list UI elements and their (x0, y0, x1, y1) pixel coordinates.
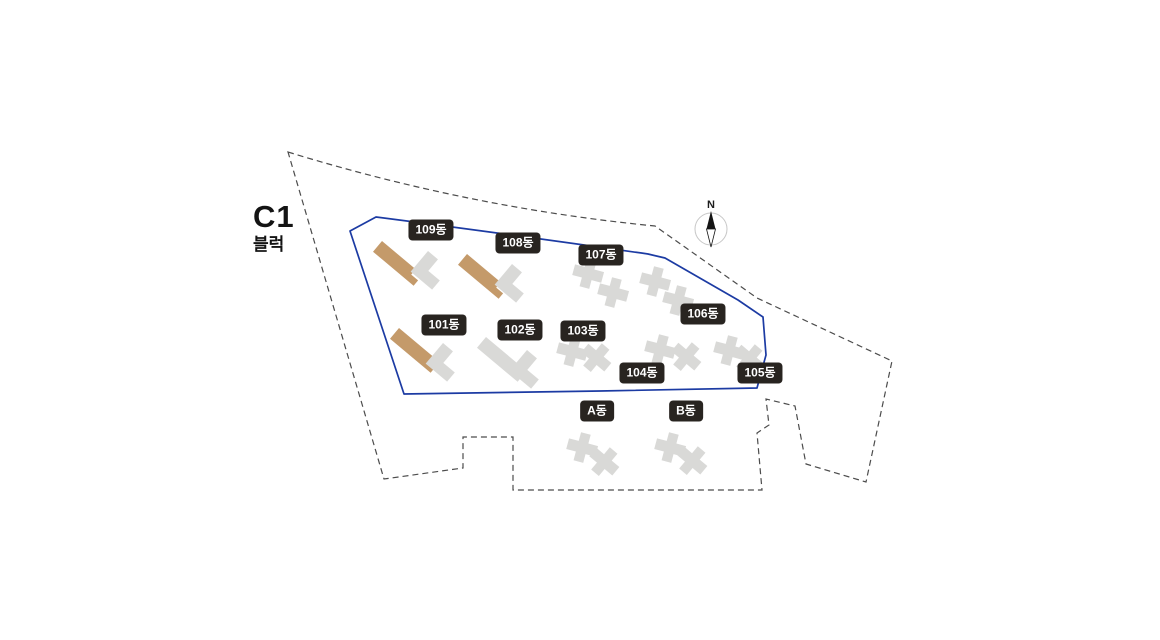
building-label-104[interactable]: 104동 (619, 362, 665, 384)
site-boundary-dashed (287, 151, 893, 491)
building-109[interactable] (373, 241, 450, 290)
building-label-107[interactable]: 107동 (578, 244, 624, 266)
compass-needle-north (706, 211, 716, 229)
building-label-a[interactable]: A동 (580, 400, 614, 422)
building-label-108[interactable]: 108동 (495, 232, 541, 254)
building-101[interactable] (390, 328, 465, 382)
compass-needle-south (705, 228, 717, 248)
building-label-102[interactable]: 102동 (497, 319, 543, 341)
building-108[interactable] (458, 254, 534, 303)
building-label-103[interactable]: 103동 (560, 320, 606, 342)
building-102[interactable] (477, 337, 549, 389)
building-label-101[interactable]: 101동 (421, 314, 467, 336)
building-label-105[interactable]: 105동 (737, 362, 783, 384)
building-label-106[interactable]: 106동 (680, 303, 726, 325)
compass: N (694, 199, 728, 248)
block-title: C1 블럭 (253, 201, 295, 253)
building-a[interactable] (563, 429, 626, 483)
block-title-main: C1 (253, 199, 295, 234)
building-b[interactable] (651, 429, 714, 482)
compass-n-label: N (707, 199, 715, 211)
building-label-109[interactable]: 109동 (408, 219, 454, 241)
building-label-b[interactable]: B동 (669, 400, 703, 422)
block-title-sub: 블럭 (253, 235, 285, 254)
